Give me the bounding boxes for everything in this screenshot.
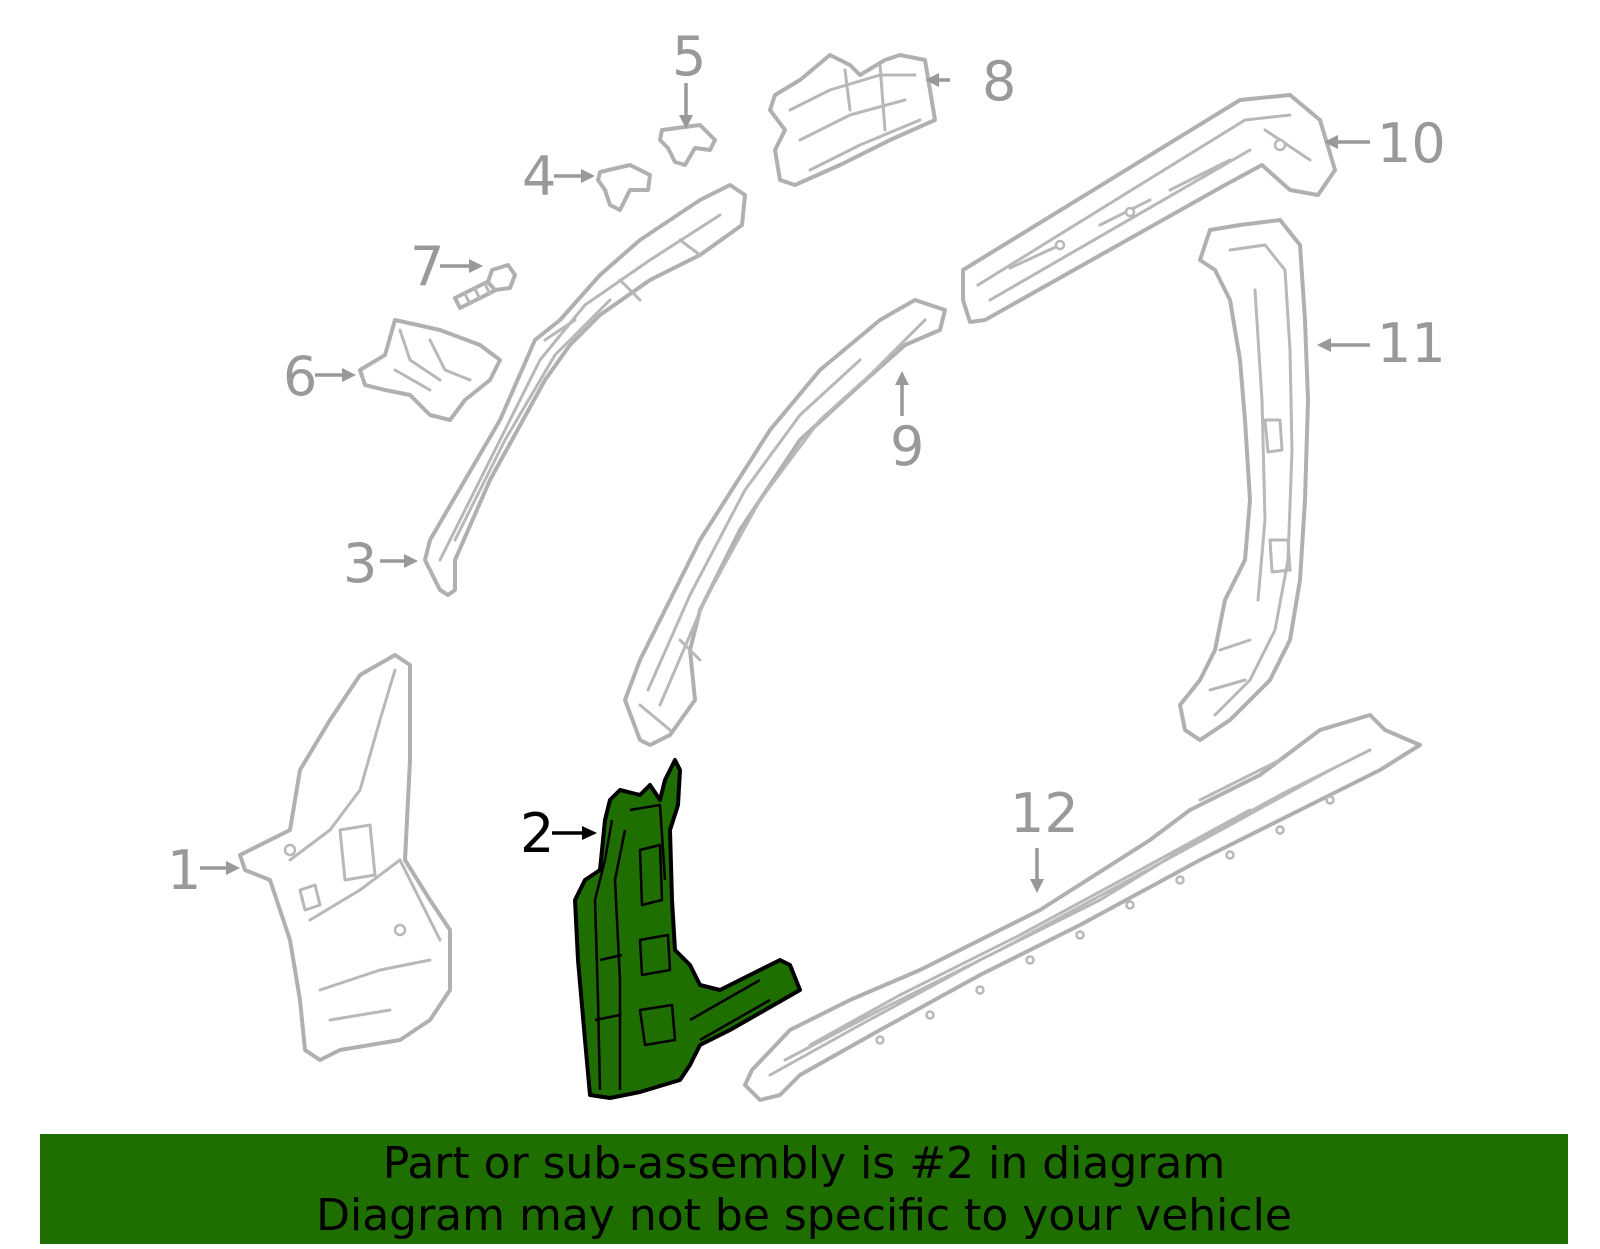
leader-arrows xyxy=(200,73,1370,893)
part-1-hinge-pillar xyxy=(238,653,452,1062)
part-12-rocker xyxy=(743,713,1422,1102)
part-11-b-pillar xyxy=(1178,218,1310,742)
disclaimer-banner: Part or sub-assembly is #2 in diagram Di… xyxy=(40,1134,1568,1244)
callout-12: 12 xyxy=(1010,782,1079,845)
part-5-clip xyxy=(658,123,717,167)
part-7-bolt xyxy=(453,263,517,310)
callout-7: 7 xyxy=(410,235,444,298)
callout-8: 8 xyxy=(982,50,1016,113)
callout-6: 6 xyxy=(283,345,317,408)
part-3-a-pillar xyxy=(423,183,747,597)
part-2-highlighted xyxy=(573,758,802,1100)
part-9-inner-pillar xyxy=(623,298,947,747)
banner-line-2: Diagram may not be specific to your vehi… xyxy=(316,1190,1292,1241)
part-10-roof-rail xyxy=(961,93,1337,324)
callout-1: 1 xyxy=(167,839,201,902)
part-8-bracket xyxy=(768,53,937,187)
callout-3: 3 xyxy=(343,532,377,595)
callout-10: 10 xyxy=(1377,112,1446,175)
callout-2: 2 xyxy=(520,802,554,865)
callout-9: 9 xyxy=(890,415,924,478)
banner-line-1: Part or sub-assembly is #2 in diagram xyxy=(382,1138,1226,1189)
part-6-bracket xyxy=(358,318,502,422)
callout-4: 4 xyxy=(522,145,556,208)
part-4-clip xyxy=(596,163,652,212)
callout-11: 11 xyxy=(1377,312,1446,375)
callout-5: 5 xyxy=(672,25,706,88)
